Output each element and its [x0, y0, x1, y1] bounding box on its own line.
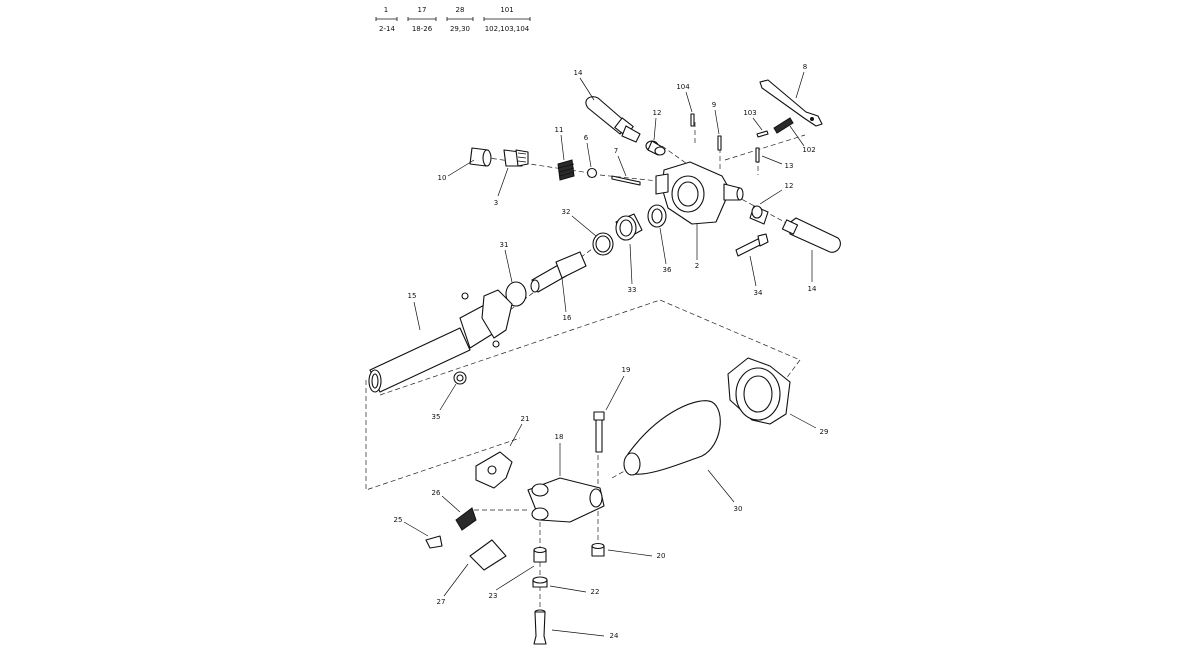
callout-20: 20 [657, 552, 666, 560]
callout-12-upper: 12 [653, 109, 662, 117]
callout-34: 34 [754, 289, 763, 297]
ring-36 [647, 204, 667, 228]
callout-30: 30 [734, 505, 743, 513]
legend-17-top: 17 [418, 6, 427, 14]
callouts: 14 12 104 9 8 103 102 13 11 6 7 10 3 12 … [394, 63, 829, 640]
callout-103: 103 [743, 109, 756, 117]
handle-upper [585, 96, 641, 143]
end-cap-29 [727, 357, 791, 425]
rod-7 [611, 175, 641, 186]
callout-13: 13 [785, 162, 794, 170]
legend-28-top: 28 [456, 6, 465, 14]
yoke-18 [527, 477, 605, 523]
legend-101-bottom: 102,103,104 [485, 25, 530, 33]
nut-35 [453, 371, 467, 385]
bushing-33 [615, 213, 643, 241]
sleeve-27 [469, 539, 507, 571]
lever [759, 79, 823, 127]
pin-103 [756, 130, 769, 138]
bushing-23 [533, 546, 547, 563]
callout-10: 10 [438, 174, 447, 182]
callout-104: 104 [676, 83, 690, 91]
nut-20 [591, 542, 605, 557]
valve-housing [655, 161, 744, 225]
callout-9: 9 [712, 101, 716, 109]
callout-102: 102 [802, 146, 815, 154]
legend-101-top: 101 [500, 6, 513, 14]
callout-27: 27 [437, 598, 446, 606]
callout-21: 21 [521, 415, 530, 423]
callout-14-lower: 14 [808, 285, 817, 293]
muffler-cone-30 [623, 400, 721, 476]
plug-25 [425, 535, 443, 549]
clamp-21 [475, 451, 513, 489]
callout-14-upper: 14 [574, 69, 583, 77]
callout-26: 26 [432, 489, 441, 497]
cylinder-15 [368, 289, 513, 393]
washer-22 [532, 576, 548, 588]
callout-22: 22 [591, 588, 600, 596]
callout-7: 7 [614, 147, 618, 155]
callout-11: 11 [555, 126, 564, 134]
callout-24: 24 [610, 632, 619, 640]
callout-2: 2 [695, 262, 699, 270]
callout-32: 32 [562, 208, 571, 216]
valve-3 [503, 149, 529, 167]
assembly-legend: 1 2-14 17 18-26 28 29,30 101 102,103,104 [375, 6, 531, 33]
legend-1-top: 1 [384, 6, 388, 14]
callout-35: 35 [432, 413, 441, 421]
callout-33: 33 [628, 286, 637, 294]
spring-26 [455, 507, 477, 531]
callout-3: 3 [494, 199, 498, 207]
cap-10 [469, 147, 492, 167]
bolt-19 [593, 411, 605, 453]
o-ring-31 [505, 281, 527, 307]
sleeve-upper [645, 140, 666, 156]
pin-24 [533, 609, 547, 645]
handle-lower [781, 217, 841, 253]
callout-12-lower: 12 [785, 182, 794, 190]
callout-16: 16 [563, 314, 572, 322]
ring-32 [592, 232, 614, 256]
callout-6: 6 [584, 134, 589, 142]
legend-17-bottom: 18-26 [412, 25, 433, 33]
callout-19: 19 [622, 366, 631, 374]
spring-11 [557, 159, 575, 181]
callout-18: 18 [555, 433, 564, 441]
bolt-34 [735, 233, 769, 257]
legend-28-bottom: 29,30 [450, 25, 470, 33]
sleeve-lower [749, 205, 769, 225]
screw-102 [773, 117, 794, 134]
callout-31: 31 [500, 241, 509, 249]
ball-6 [586, 167, 598, 179]
legend-1-bottom: 2-14 [379, 25, 395, 33]
pin-9 [717, 135, 722, 151]
callout-15: 15 [408, 292, 417, 300]
pin-13 [755, 147, 760, 163]
callout-36: 36 [663, 266, 672, 274]
callout-23: 23 [489, 592, 498, 600]
callout-29: 29 [820, 428, 829, 436]
piston-16 [530, 251, 587, 293]
callout-8: 8 [803, 63, 807, 71]
pin-104 [690, 113, 695, 127]
callout-25: 25 [394, 516, 403, 524]
